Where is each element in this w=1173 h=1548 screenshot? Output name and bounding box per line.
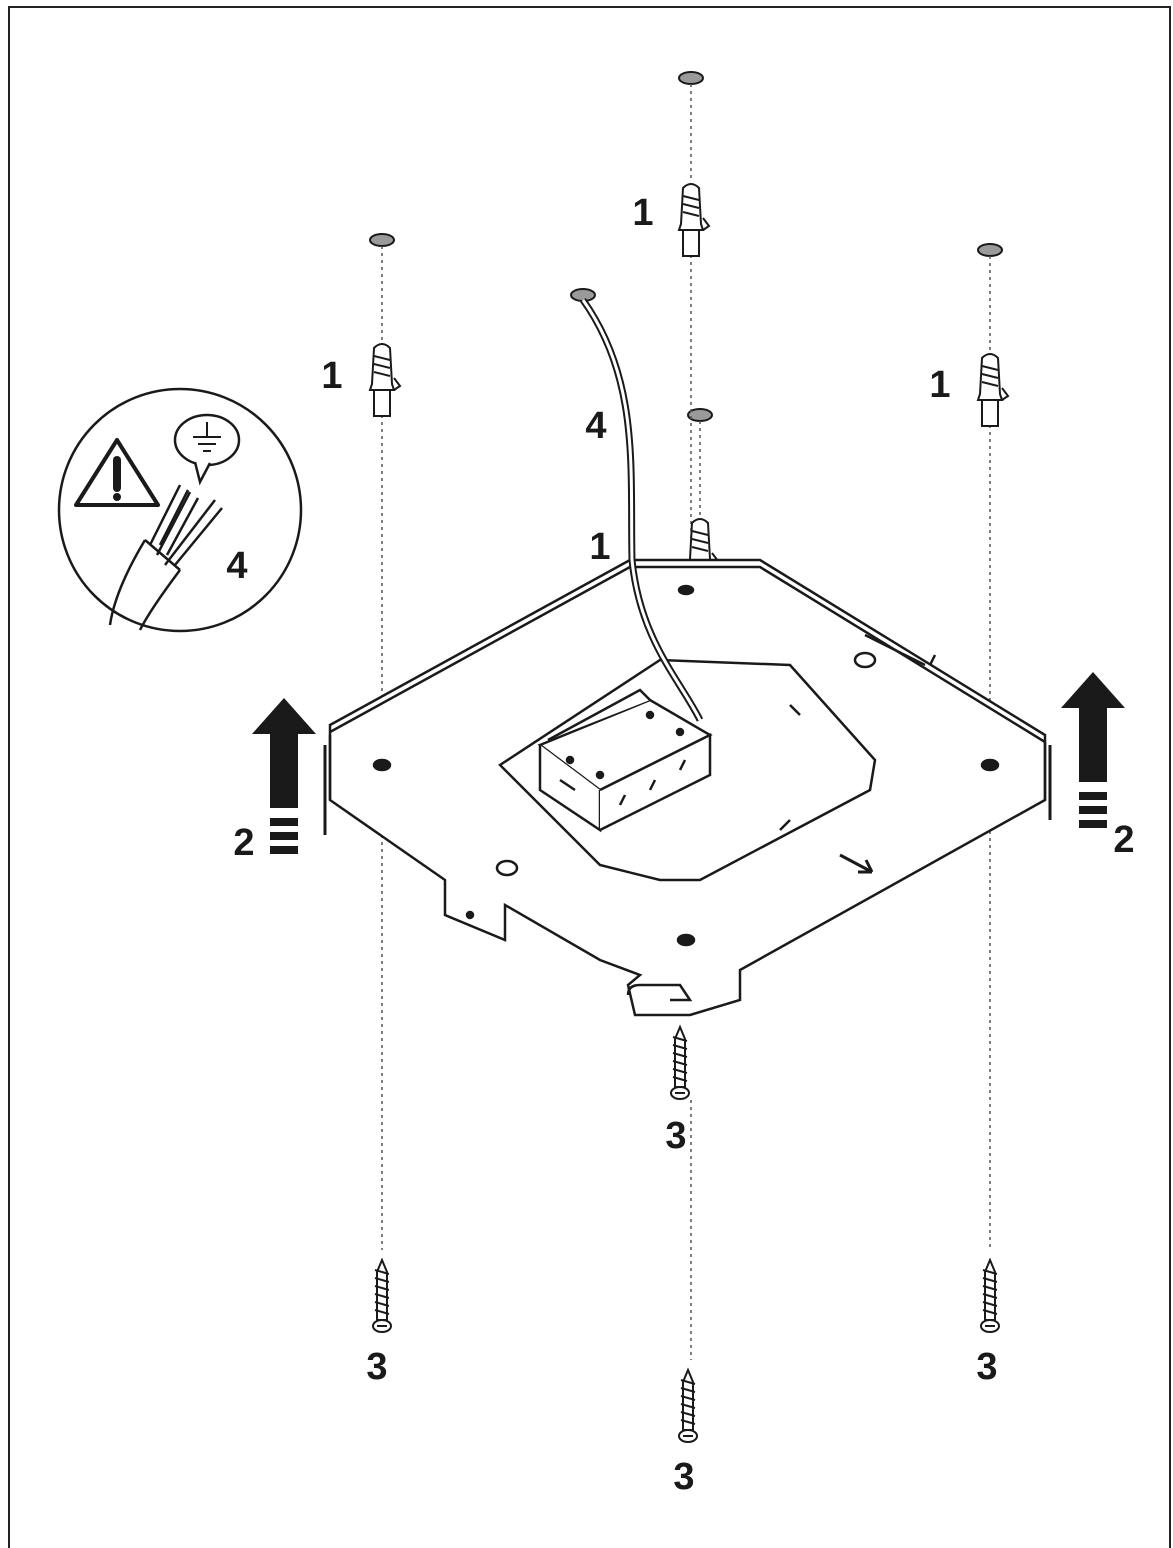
wall-plug-icon (977, 353, 1009, 427)
ceiling-hole-left (369, 233, 395, 247)
callout-anchor-right: 1 (929, 364, 951, 406)
cable-entry-hole (570, 288, 596, 302)
terminal-block (537, 688, 713, 833)
callout-warning-cable: 4 (226, 545, 248, 587)
warning-triangle-icon (74, 438, 160, 507)
diagram-frame (8, 6, 1171, 1548)
wall-plug-icon (369, 343, 401, 417)
cable-wires (108, 484, 223, 631)
callout-screw-right: 3 (976, 1346, 998, 1388)
callout-screw-center-lower: 3 (673, 1456, 695, 1498)
callout-screw-center-upper: 3 (665, 1115, 687, 1157)
callout-arrow-right: 2 (1113, 819, 1135, 861)
callout-cable: 4 (585, 405, 607, 447)
ceiling-hole-right (977, 243, 1003, 257)
ceiling-hole-top (678, 71, 704, 85)
callout-screw-left: 3 (366, 1346, 388, 1388)
warning-inset (57, 387, 303, 633)
callout-anchor-center: 1 (589, 526, 611, 568)
screw-icon (372, 1259, 392, 1333)
callout-anchor-left: 1 (321, 355, 343, 397)
callout-anchor-top: 1 (632, 192, 654, 234)
arrow-up-icon (1061, 672, 1125, 828)
arrow-up-icon (252, 698, 316, 854)
screw-icon (678, 1369, 698, 1443)
callout-arrow-left: 2 (233, 822, 255, 864)
screw-icon (980, 1259, 1000, 1333)
screw-icon (670, 1026, 690, 1100)
ground-symbol-icon (173, 413, 241, 486)
wall-plug-icon (678, 183, 710, 257)
